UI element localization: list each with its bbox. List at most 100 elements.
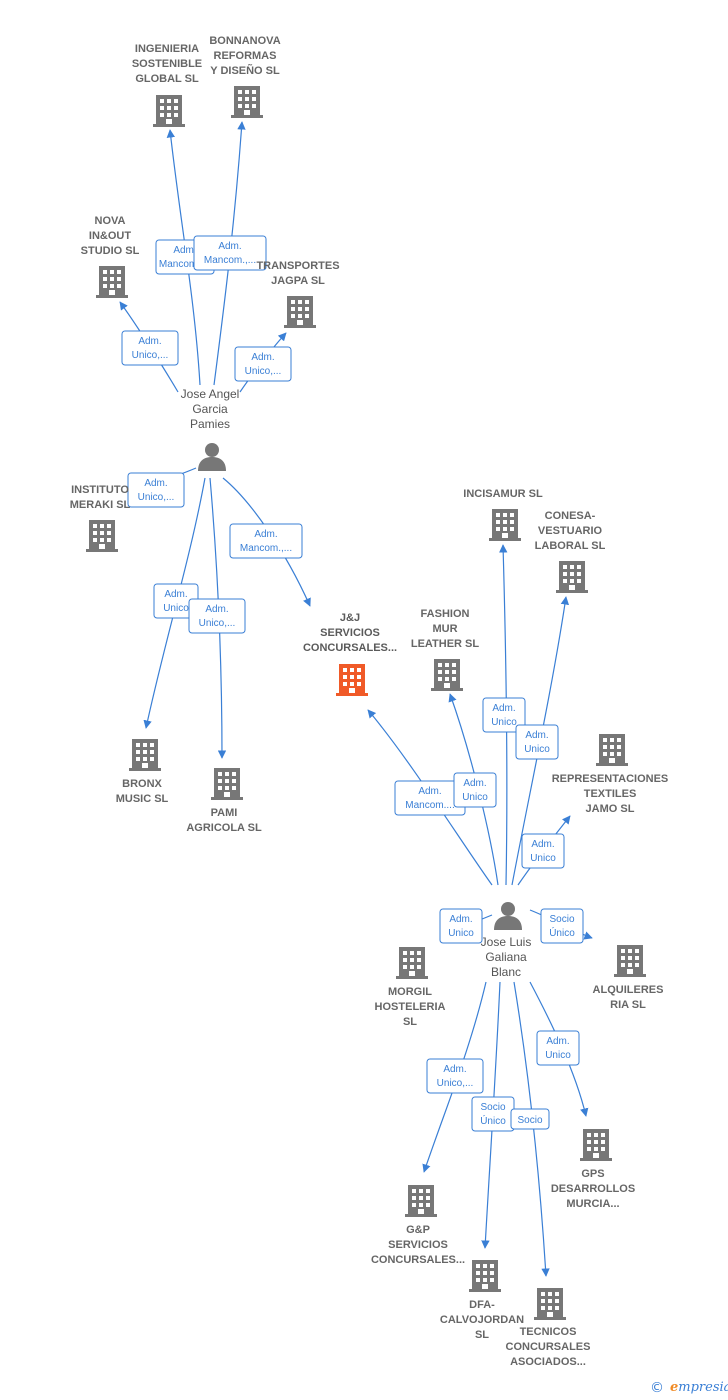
relation-box[interactable]: Adm. Unico — [453, 772, 497, 808]
center-company-node[interactable]: J&J SERVICIOS CONCURSALES... — [303, 612, 397, 696]
node-label-line: FASHION — [421, 608, 470, 620]
relation-line-1: Adm. — [418, 786, 441, 797]
building-icon — [153, 95, 185, 127]
relation-box[interactable]: Adm. Unico,... — [127, 472, 185, 508]
node-label-line: IN&OUT — [89, 230, 131, 242]
person-label-line: Garcia — [192, 402, 228, 416]
person-node-jose-angel[interactable]: Jose Angel Garcia Pamies — [181, 387, 240, 471]
company-node-gps[interactable]: GPS DESARROLLOS MURCIA... — [551, 1129, 635, 1210]
company-node-bronx[interactable]: BRONX MUSIC SL — [116, 739, 169, 805]
relation-box[interactable]: Adm. Unico — [536, 1030, 580, 1066]
relation-line-1: Socio — [517, 1115, 542, 1126]
node-label-line: SOSTENIBLE — [132, 58, 202, 70]
relation-line-2: Unico,... — [245, 366, 282, 377]
company-node-representaciones[interactable]: REPRESENTACIONES TEXTILES JAMO SL — [552, 734, 669, 815]
node-label-line: CONCURSALES... — [371, 1254, 465, 1266]
node-label-line: MURCIA... — [566, 1198, 619, 1210]
relation-line-1: Adm. — [254, 529, 277, 540]
relation-line-1: Adm. — [251, 352, 274, 363]
relation-box[interactable]: Adm. Mancom.,... — [193, 235, 267, 271]
node-label-line: SL — [403, 1016, 417, 1028]
node-label-line: AGRICOLA SL — [186, 822, 262, 834]
relation-line-2: Único — [549, 926, 575, 939]
relation-box[interactable]: Adm. Unico — [521, 833, 565, 869]
relation-box[interactable]: Adm. Mancom.,... — [229, 523, 303, 559]
node-label-line: CALVOJORDAN — [440, 1314, 524, 1326]
node-label-line: HOSTELERIA — [375, 1001, 446, 1013]
relation-box[interactable]: Socio — [510, 1108, 550, 1130]
company-node-conesa[interactable]: CONESA- VESTUARIO LABORAL SL — [535, 510, 606, 593]
relation-box[interactable]: Adm. Unico — [439, 908, 483, 944]
relation-line-2: Mancom.,... — [240, 543, 292, 554]
relation-line-1: Socio — [549, 914, 574, 925]
relation-box[interactable]: Socio Único — [540, 908, 584, 944]
node-label-line: LEATHER SL — [411, 638, 480, 650]
company-node-morgil[interactable]: MORGIL HOSTELERIA SL — [375, 947, 446, 1028]
relation-line-2: Unico — [491, 717, 517, 728]
company-node-nova[interactable]: NOVA IN&OUT STUDIO SL — [81, 215, 140, 298]
company-node-gp[interactable]: G&P SERVICIOS CONCURSALES... — [371, 1185, 465, 1266]
building-icon — [405, 1185, 437, 1217]
relation-line-1: Adm. — [173, 245, 196, 256]
relation-line-2: Unico,... — [437, 1078, 474, 1089]
node-label-line: CONESA- — [545, 510, 596, 522]
node-label-line: TRANSPORTES — [256, 260, 339, 272]
company-node-fashion[interactable]: FASHION MUR LEATHER SL — [411, 608, 480, 691]
company-node-tecnicos[interactable]: TECNICOS CONCURSALES ASOCIADOS... — [506, 1288, 591, 1368]
person-label-line: Galiana — [485, 950, 527, 964]
relation-line-1: Adm. — [492, 703, 515, 714]
relation-line-1: Adm. — [443, 1064, 466, 1075]
building-icon — [96, 266, 128, 298]
company-node-ingenieria[interactable]: INGENIERIA SOSTENIBLE GLOBAL SL — [132, 43, 202, 127]
relation-line-1: Adm. — [205, 604, 228, 615]
node-label-line: LABORAL SL — [535, 540, 606, 552]
node-label-line: SERVICIOS — [320, 627, 380, 639]
relation-box[interactable]: Adm. Unico,... — [234, 346, 292, 382]
relation-box[interactable]: Adm. Unico,... — [121, 330, 179, 366]
node-label-line: MUSIC SL — [116, 793, 169, 805]
relation-line-2: Unico — [448, 928, 474, 939]
company-node-alquileres[interactable]: ALQUILERES RIA SL — [593, 945, 664, 1011]
company-node-transportes[interactable]: TRANSPORTES JAGPA SL — [256, 260, 340, 328]
building-icon — [129, 739, 161, 771]
building-icon — [396, 947, 428, 979]
node-label-line: MERAKI SL — [70, 499, 131, 511]
relation-box[interactable]: Socio Único — [471, 1096, 515, 1132]
building-icon — [431, 659, 463, 691]
company-node-incisamur[interactable]: INCISAMUR SL — [463, 488, 543, 541]
relation-line-2: Unico — [530, 853, 556, 864]
company-node-pami[interactable]: PAMI AGRICOLA SL — [186, 768, 262, 834]
building-icon — [534, 1288, 566, 1320]
relation-box[interactable]: Adm. Mancom.... — [394, 780, 466, 816]
building-icon — [336, 664, 368, 696]
company-node-dfa[interactable]: DFA- CALVOJORDAN SL — [440, 1260, 524, 1341]
node-label-line: SERVICIOS — [388, 1239, 448, 1251]
relation-box[interactable]: Adm. Unico,... — [426, 1058, 484, 1094]
relation-line-2: Mancom.... — [405, 800, 454, 811]
node-label-line: DESARROLLOS — [551, 1183, 635, 1195]
company-node-instituto[interactable]: INSTITUTO MERAKI SL — [70, 484, 131, 552]
relation-box[interactable]: Adm. Unico,... — [188, 598, 246, 634]
node-label-line: BRONX — [122, 778, 162, 790]
person-node-jose-luis[interactable]: Jose Luis Galiana Blanc — [481, 902, 532, 979]
person-label-line: Jose Luis — [481, 935, 532, 949]
node-label-line: GPS — [581, 1168, 604, 1180]
building-icon — [211, 768, 243, 800]
relation-line-1: Adm. — [531, 839, 554, 850]
node-label-line: PAMI — [211, 807, 238, 819]
person-label-line: Blanc — [491, 965, 521, 979]
relation-box[interactable]: Adm. Unico — [482, 697, 526, 733]
node-label-line: BONNANOVA — [209, 35, 280, 47]
brand-logo[interactable]: empresia — [670, 1380, 728, 1395]
person-label-line: Pamies — [190, 417, 230, 431]
building-icon — [86, 520, 118, 552]
building-icon — [580, 1129, 612, 1161]
person-icon — [494, 902, 522, 930]
relation-line-2: Unico,... — [199, 618, 236, 629]
relation-box[interactable]: Adm. Unico — [515, 724, 559, 760]
person-label-line: Jose Angel — [181, 387, 240, 401]
company-node-bonnanova[interactable]: BONNANOVA REFORMAS Y DISEÑO SL — [209, 35, 281, 118]
node-label-line: ALQUILERES — [593, 984, 664, 996]
relation-line-2: Unico — [545, 1050, 571, 1061]
